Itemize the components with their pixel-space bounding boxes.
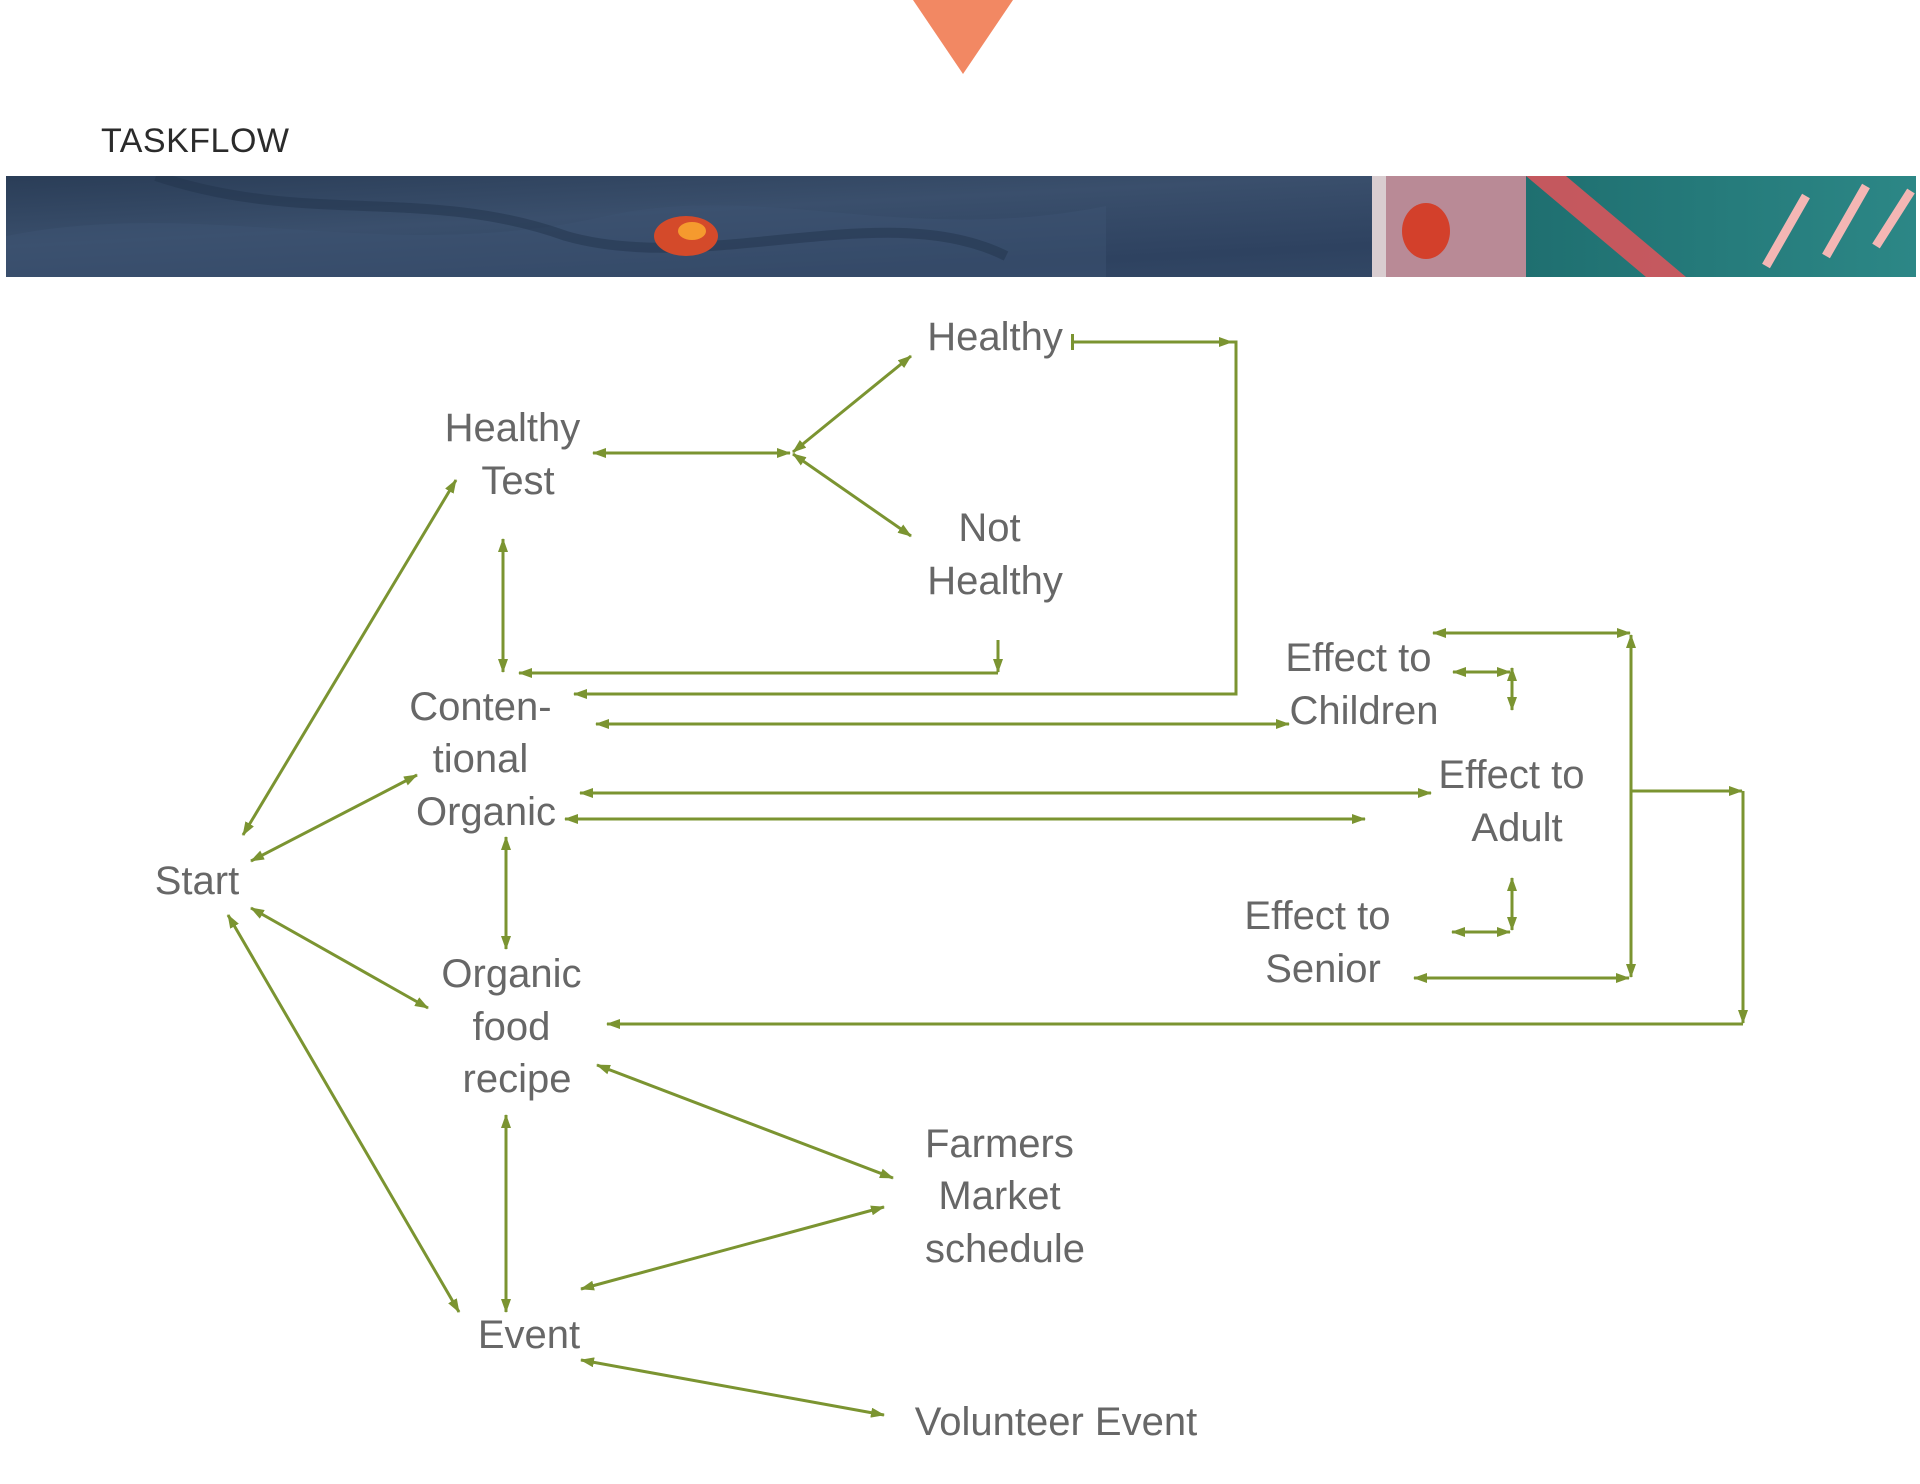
- node-farmers-market-line-2: Market: [938, 1174, 1060, 1218]
- edge-event-volunteer: [580, 1357, 885, 1418]
- edge-junction-healthy: [792, 354, 912, 454]
- triangle-marker-icon: [913, 0, 1013, 74]
- node-volunteer-event: Volunteer Event: [915, 1400, 1197, 1444]
- banner-petal-1-core: [678, 222, 706, 240]
- edge-start-event: [226, 914, 461, 1313]
- node-not-healthy-line-2: Healthy: [927, 559, 1063, 603]
- node-effect-adult: Effect to Adult: [1438, 753, 1595, 850]
- banner-fold-1: [6, 205, 1106, 277]
- node-healthy-test-line-2: Test: [481, 459, 554, 503]
- node-not-healthy: Not Healthy: [927, 506, 1063, 603]
- node-effect-adult-line-1: Effect to: [1438, 753, 1584, 797]
- banner-book-lettering: [1762, 183, 1915, 269]
- node-organic-food-recipe-line-3: recipe: [463, 1057, 572, 1101]
- node-effect-children-line-1: Effect to: [1285, 636, 1431, 680]
- banner-petal-2: [1402, 203, 1450, 259]
- node-healthy-test-line-1: Healthy: [445, 406, 581, 450]
- edge-start-recipe: [250, 906, 429, 1010]
- triangle-marker-shape: [913, 0, 1013, 74]
- node-effect-senior: Effect to Senior: [1244, 894, 1401, 991]
- node-start-line-1: Start: [155, 859, 239, 903]
- edge-start-healthy-test: [241, 479, 458, 836]
- edge-event-farmers: [580, 1205, 885, 1291]
- node-contentional-organic-line-2: tional: [433, 737, 529, 781]
- node-not-healthy-line-1: Not: [958, 506, 1020, 550]
- node-healthy-test: Healthy Test: [445, 406, 592, 503]
- node-farmers-market-line-1: Farmers: [925, 1122, 1074, 1166]
- node-organic-food-recipe-line-1: Organic: [441, 952, 581, 996]
- node-organic-food-recipe-line-2: food: [473, 1005, 551, 1049]
- banner-fold-2: [154, 176, 1009, 261]
- node-contentional-organic-line-3: Organic: [416, 790, 556, 834]
- banner-book-spine: [1526, 176, 1686, 277]
- node-effect-senior-line-1: Effect to: [1244, 894, 1390, 938]
- node-event-line-1: Event: [478, 1313, 580, 1357]
- edges: [226, 334, 1748, 1418]
- node-effect-senior-line-2: Senior: [1265, 947, 1381, 991]
- node-effect-adult-line-2: Adult: [1471, 806, 1562, 850]
- photo-banner: [6, 176, 1916, 277]
- node-contentional-organic: Conten- tional Organic: [409, 685, 562, 834]
- node-farmers-market: Farmers Market schedule: [925, 1122, 1085, 1271]
- node-organic-food-recipe: Organic food recipe: [441, 952, 592, 1101]
- edge-junction-not-healthy: [792, 452, 912, 538]
- node-healthy-line-1: Healthy: [927, 315, 1063, 359]
- node-start: Start: [155, 859, 239, 903]
- edge-healthy-to-contentional: [573, 334, 1238, 699]
- section-title: TASKFLOW: [101, 122, 290, 160]
- node-effect-children-line-2: Children: [1290, 689, 1439, 733]
- node-contentional-organic-line-1: Conten-: [409, 685, 551, 729]
- edge-recipe-farmers: [596, 1063, 894, 1180]
- node-volunteer-event-line-1: Volunteer Event: [915, 1400, 1197, 1444]
- node-event: Event: [478, 1313, 580, 1357]
- node-healthy: Healthy: [927, 315, 1063, 359]
- node-farmers-market-line-3: schedule: [925, 1227, 1085, 1271]
- nodes: Start Healthy Test Healthy Not Healthy C…: [155, 315, 1595, 1444]
- node-effect-children: Effect to Children: [1285, 636, 1442, 733]
- edge-start-contentional: [250, 773, 418, 863]
